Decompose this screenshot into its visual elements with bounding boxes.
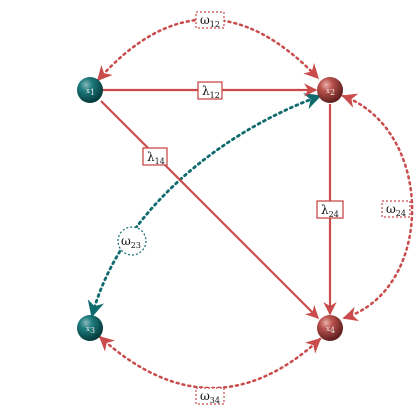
node-x1: x1: [77, 77, 103, 103]
omega23-label: ω23: [117, 226, 147, 256]
node-x2: x2: [317, 77, 343, 103]
omega23-arc: [87, 93, 322, 318]
omega24-label: ω24: [381, 200, 411, 218]
svg-text:x1: x1: [86, 87, 95, 97]
svg-text:λ14: λ14: [147, 150, 165, 166]
svg-text:ω12: ω12: [200, 13, 220, 29]
omega24-arc: [341, 93, 414, 322]
svg-text:x4: x4: [326, 325, 335, 335]
svg-text:ω23: ω23: [121, 234, 141, 250]
omega34-arc: [98, 335, 322, 390]
svg-text:x3: x3: [86, 325, 95, 335]
svg-text:x2: x2: [326, 87, 335, 97]
omega34-label: ω34: [195, 387, 225, 405]
node-x4: x4: [317, 315, 343, 341]
svg-text:λ12: λ12: [202, 84, 220, 100]
lambda14-label: λ14: [142, 147, 168, 166]
svg-text:ω24: ω24: [386, 202, 406, 218]
node-x3: x3: [77, 315, 103, 341]
svg-text:ω34: ω34: [200, 389, 220, 405]
lambda12-label: λ12: [197, 81, 223, 100]
omega12-label: ω12: [195, 11, 225, 29]
svg-text:λ24: λ24: [321, 203, 339, 219]
edge-x1-x4: [100, 100, 319, 319]
lambda24-label: λ24: [316, 200, 344, 219]
